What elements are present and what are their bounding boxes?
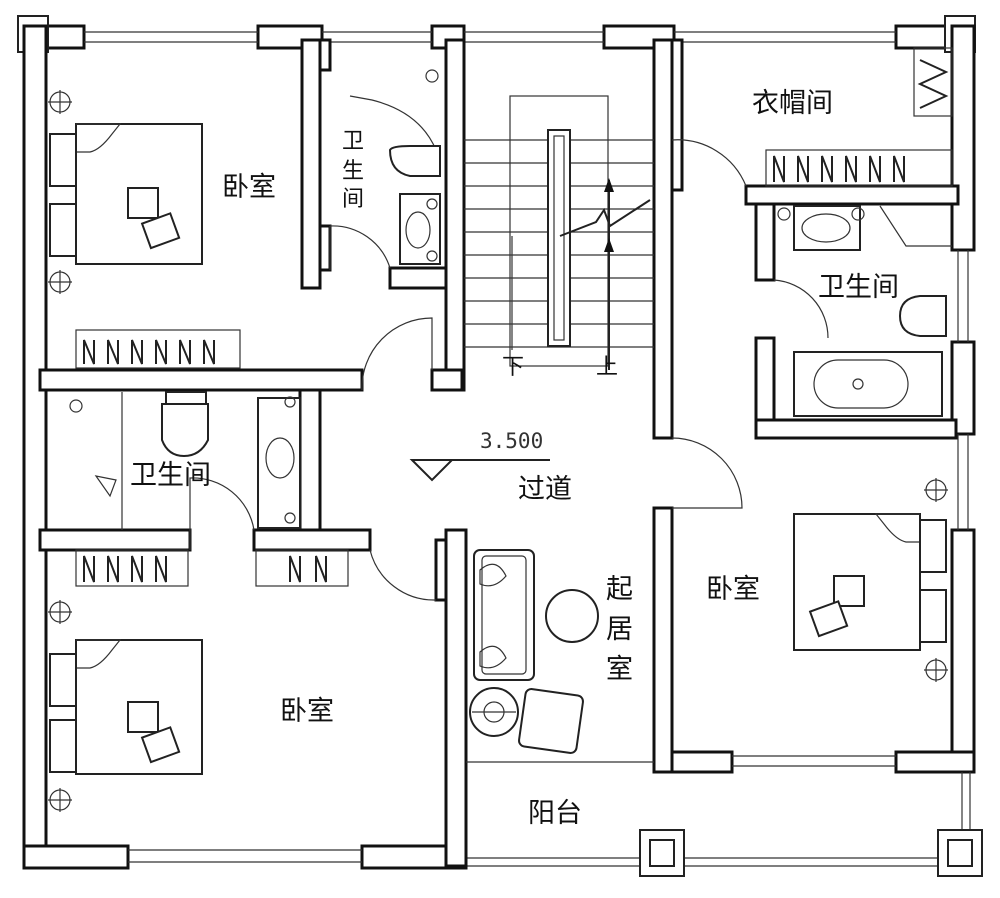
room-living-char1: 起 xyxy=(606,574,633,605)
bath-top-fixtures xyxy=(349,69,441,265)
bed-top-left xyxy=(48,90,203,294)
living-furniture xyxy=(466,549,654,763)
room-living-char3: 室 xyxy=(606,654,633,685)
room-living-char2: 居 xyxy=(606,614,633,645)
bath-right-fixtures xyxy=(777,205,952,417)
room-bath-top-char3: 间 xyxy=(342,187,364,212)
room-balcony: 阳台 xyxy=(528,798,582,829)
room-cloakroom: 衣帽间 xyxy=(752,88,833,119)
room-bath-top-char2: 生 xyxy=(342,159,364,184)
room-corridor: 过道 xyxy=(518,474,572,505)
wardrobe-top-left xyxy=(75,329,241,369)
staircase xyxy=(464,95,654,370)
room-bath-top-char1: 卫 xyxy=(342,129,364,154)
room-bath-mid-left: 卫生间 xyxy=(130,460,211,491)
bath-mid-left-fixtures xyxy=(69,391,301,530)
stair-down-label: 下 xyxy=(502,355,524,380)
outer-walls xyxy=(17,15,983,877)
bed-bottom-left xyxy=(48,600,203,812)
room-bedroom-bottom-left: 卧室 xyxy=(280,696,334,727)
elevation-value: 3.500 xyxy=(480,429,543,453)
room-bedroom-top-left: 卧室 xyxy=(222,172,276,203)
bed-right xyxy=(793,478,948,682)
interior-walls xyxy=(38,38,960,868)
cloakroom-wardrobe xyxy=(765,47,953,187)
room-bath-right: 卫生间 xyxy=(818,272,899,303)
stair-up-label: 上 xyxy=(596,355,618,380)
elevation-marker xyxy=(409,459,550,482)
wardrobes-mid xyxy=(75,549,349,587)
door-swings xyxy=(189,139,829,601)
room-bedroom-right: 卧室 xyxy=(706,574,760,605)
